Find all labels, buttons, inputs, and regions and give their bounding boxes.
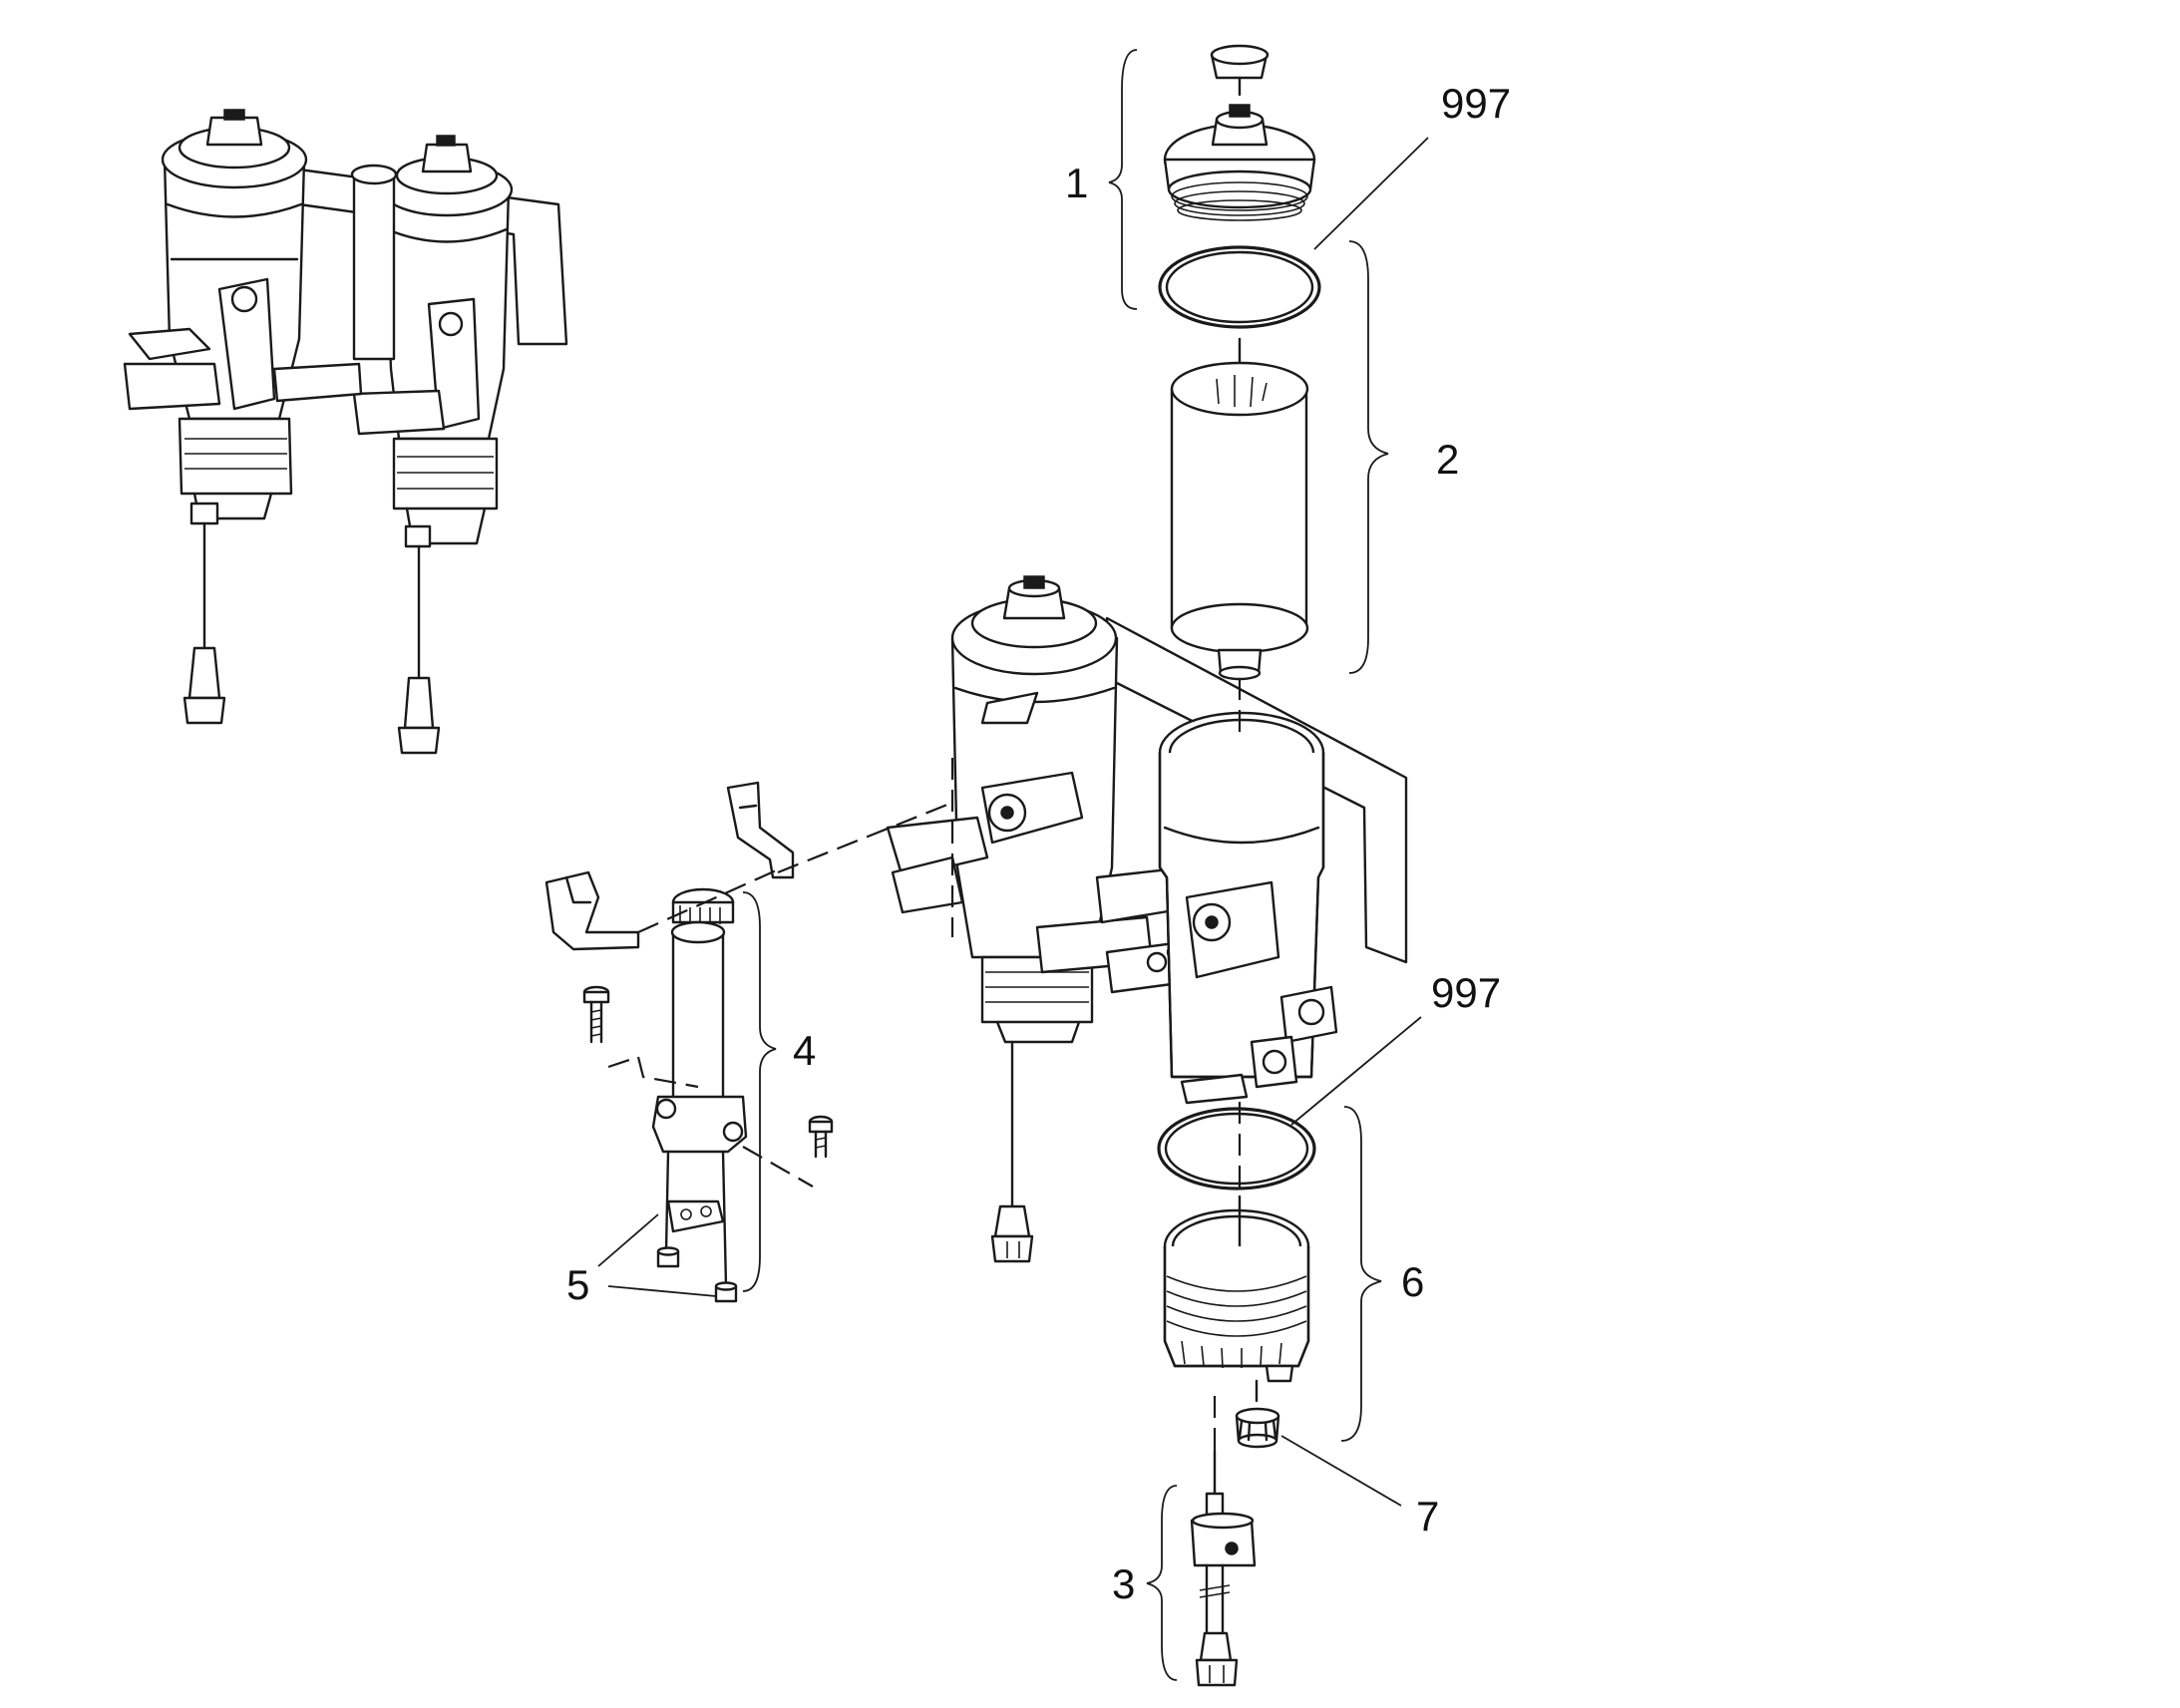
callout-6: 6 — [1401, 1258, 1424, 1305]
part-997-upper-oring — [1158, 245, 1321, 329]
part-1-cover — [1163, 44, 1316, 221]
callout-3: 3 — [1112, 1560, 1135, 1607]
screw-right — [808, 1115, 834, 1159]
part-4-hand-pump — [545, 870, 748, 1303]
callout-2: 2 — [1436, 436, 1459, 483]
screw-left — [582, 985, 610, 1044]
part-2-filter-element — [1170, 337, 1309, 681]
assembly-dash-lines — [607, 678, 1242, 1451]
callout-997-lower: 997 — [1431, 969, 1501, 1016]
part-7-drain-nut — [1235, 1379, 1280, 1449]
part-3-sensor — [1190, 1449, 1257, 1687]
part-6-bowl — [1163, 1195, 1310, 1383]
callout-1: 1 — [1065, 160, 1088, 206]
assembled-filter-unit — [123, 109, 568, 755]
callout-7: 7 — [1416, 1493, 1439, 1539]
main-dual-housing — [886, 575, 1408, 1263]
part-997-lower-oring — [1157, 1107, 1316, 1191]
callout-997-upper: 997 — [1441, 80, 1511, 127]
callout-4: 4 — [793, 1027, 816, 1074]
callouts: 1 997 2 4 5 997 6 7 3 — [566, 80, 1511, 1607]
mounting-bracket — [726, 781, 795, 879]
leader-lines — [597, 49, 1429, 1681]
callout-5: 5 — [566, 1261, 589, 1308]
